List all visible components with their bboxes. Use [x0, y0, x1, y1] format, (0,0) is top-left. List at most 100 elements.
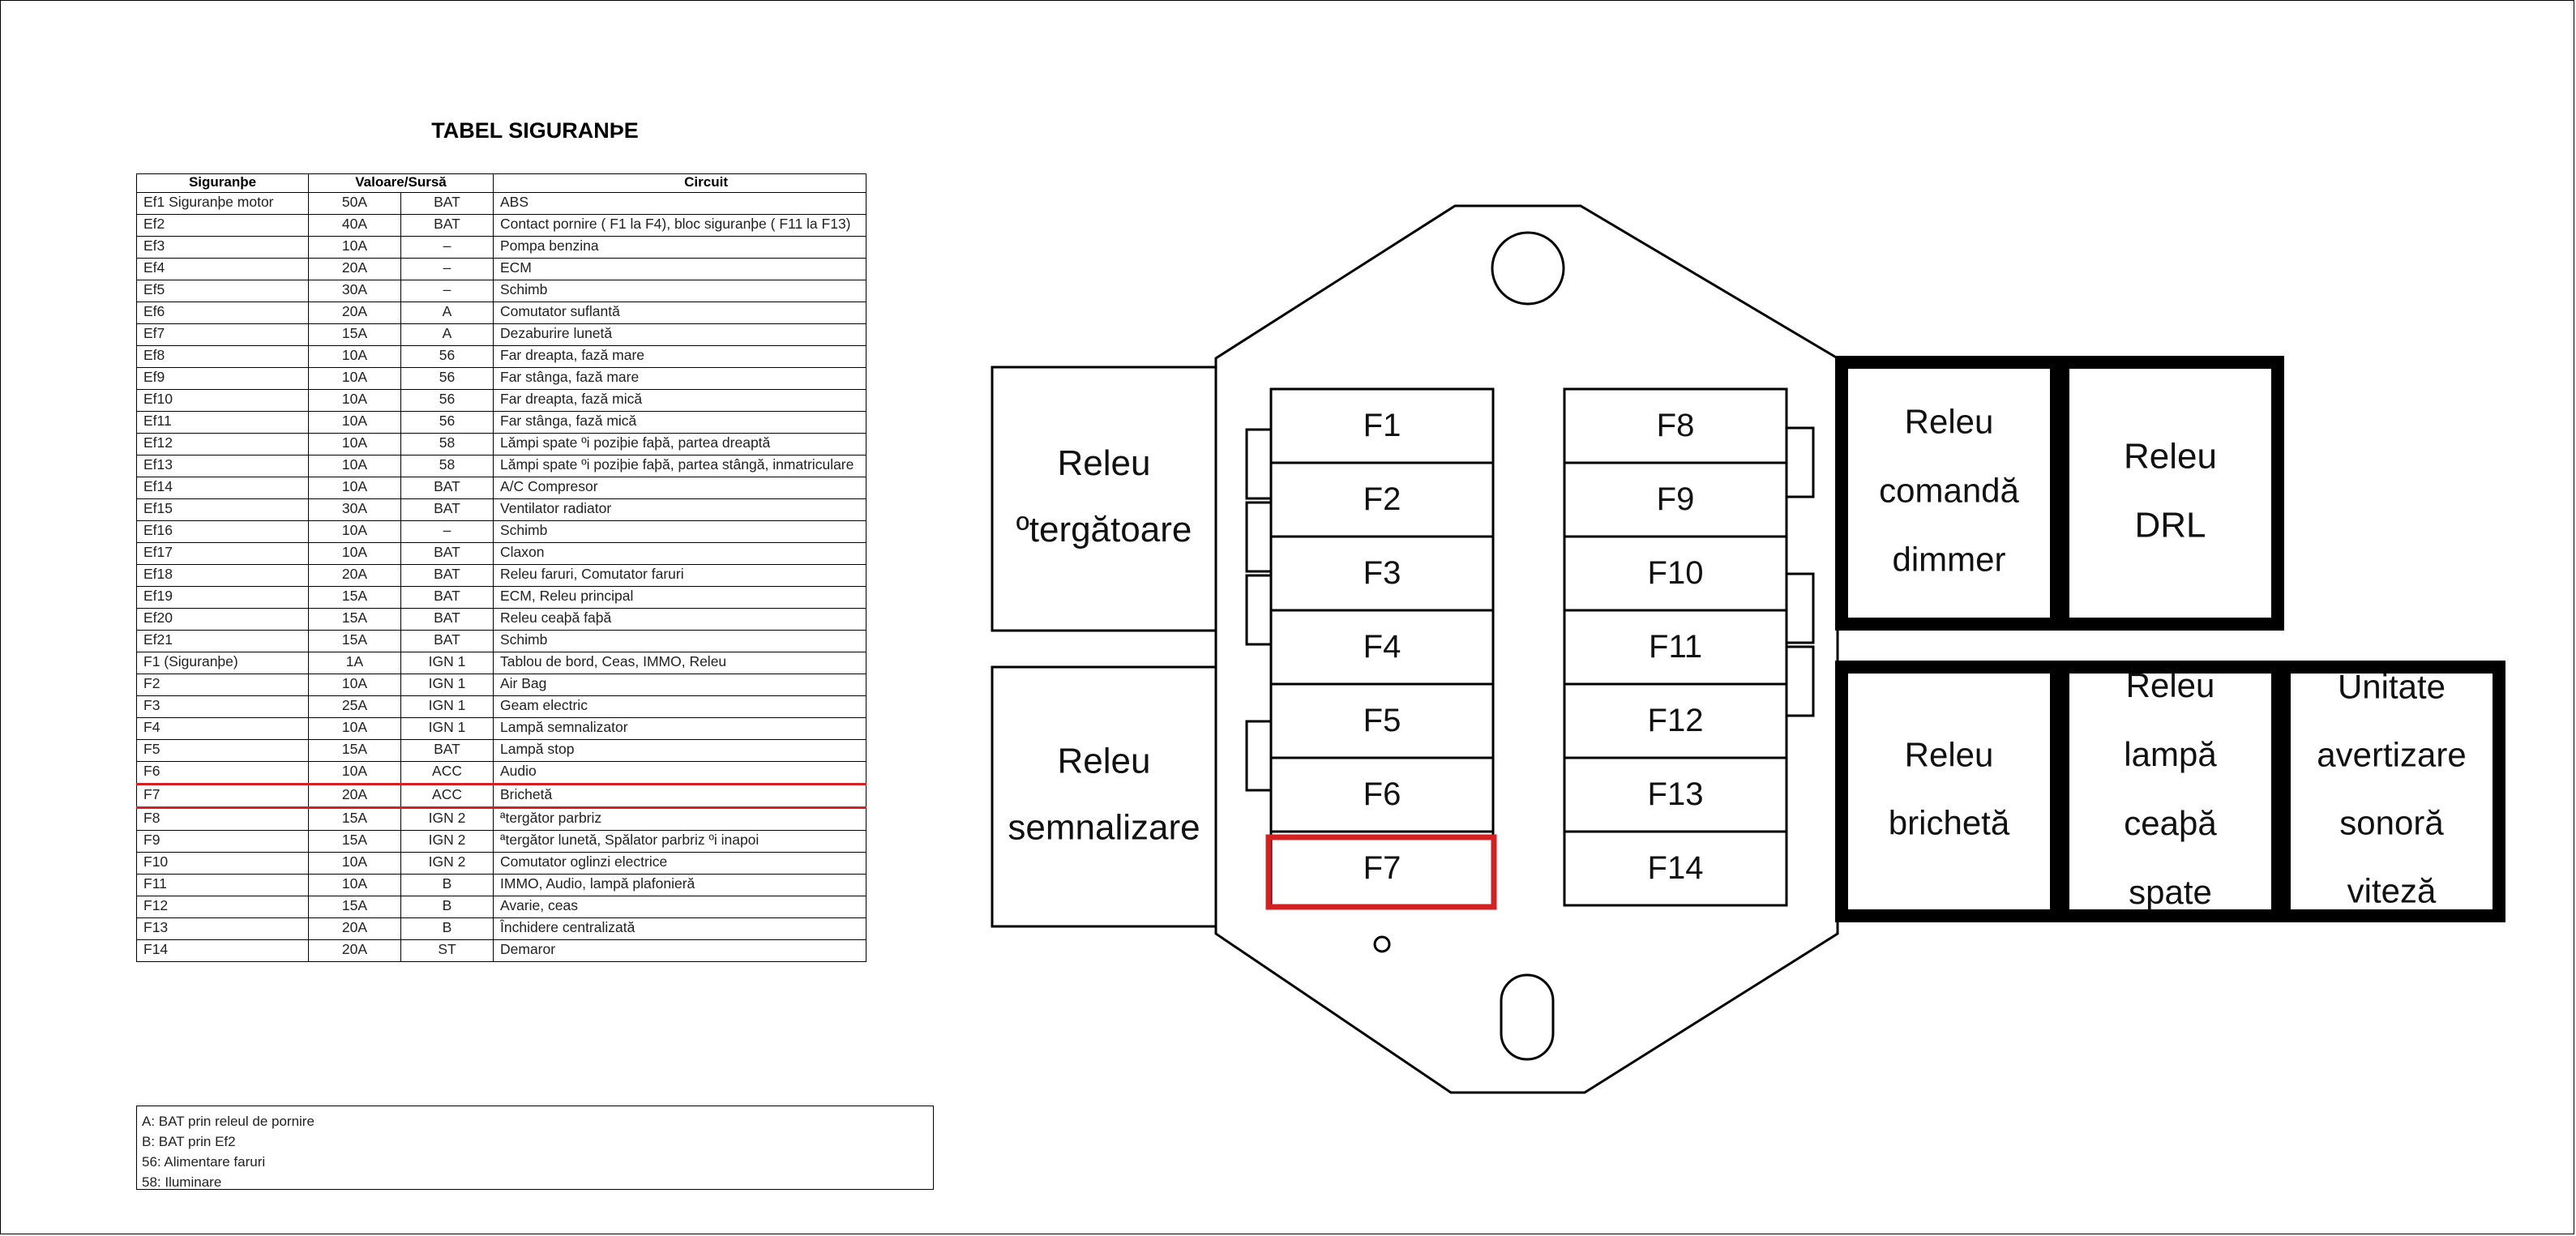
source-cell: 56: [400, 389, 494, 412]
source-cell: B: [400, 874, 494, 896]
fuse-table-container: Siguranþe Valoare/Sursă Circuit Ef1 Sigu…: [136, 173, 867, 1106]
source-cell: ST: [400, 939, 494, 962]
circuit-cell: ªtergător parbriz: [493, 807, 867, 831]
source-cell: –: [400, 236, 494, 259]
circuit-cell: Schimb: [493, 520, 867, 543]
fuse-cell: F8: [136, 807, 309, 831]
relay-label: semnalizare: [1008, 808, 1200, 848]
fuse-label: F5: [1363, 703, 1401, 738]
source-cell: ACC: [400, 761, 494, 785]
relay-label: DRL: [2134, 506, 2206, 545]
fuse-cell: Ef19: [136, 586, 309, 609]
header-fuse: Siguranþe: [136, 173, 309, 193]
value-cell: 30A: [308, 280, 401, 302]
source-cell: IGN 2: [400, 830, 494, 853]
fuse-slot: [1563, 461, 1788, 538]
circuit-cell: Lămpi spate ºi poziþie faþă, partea drea…: [493, 433, 867, 455]
fuse-cell: F13: [136, 917, 309, 940]
relay-box: [1835, 661, 2063, 922]
relay-label: Releu: [1905, 736, 1994, 774]
legend-item: 56: Alimentare faruri: [142, 1154, 266, 1170]
source-cell: A: [400, 323, 494, 346]
fuse-cell: Ef2: [136, 214, 309, 237]
relay-label: viteză: [2347, 872, 2437, 910]
relay-box: [2056, 356, 2284, 631]
circuit-cell: Air Bag: [493, 674, 867, 696]
value-cell: 10A: [308, 433, 401, 455]
connector-tab: [1245, 720, 1271, 792]
fuse-table: Siguranþe Valoare/Sursă Circuit Ef1 Sigu…: [136, 173, 867, 962]
value-cell: 10A: [308, 389, 401, 412]
fuse-slot: [1563, 830, 1788, 907]
circuit-cell: Comutator suflantă: [493, 302, 867, 324]
table-title: TABEL SIGURANÞE: [431, 118, 639, 143]
fuse-label: F8: [1657, 408, 1695, 443]
fuse-cell: F12: [136, 896, 309, 918]
value-cell: 1A: [308, 652, 401, 674]
value-cell: 10A: [308, 874, 401, 896]
fuse-label: F14: [1648, 850, 1704, 886]
source-cell: IGN 2: [400, 852, 494, 875]
fuse-slot: [1563, 609, 1788, 686]
fuse-slot: [1269, 682, 1495, 759]
value-cell: 20A: [308, 939, 401, 962]
connector-tab: [1787, 572, 1815, 644]
value-cell: 10A: [308, 411, 401, 434]
fuse-cell: Ef12: [136, 433, 309, 455]
fuse-cell: F4: [136, 717, 309, 740]
value-cell: 10A: [308, 236, 401, 259]
relay-box: [2278, 661, 2505, 922]
relay-label: lampă: [2124, 735, 2217, 773]
fuse-slot: [1563, 756, 1788, 833]
connector-tab: [1245, 574, 1271, 646]
fuse-cell: F11: [136, 874, 309, 896]
relay-label: Releu: [1058, 443, 1151, 483]
fuse-label: F3: [1363, 555, 1401, 591]
source-cell: 56: [400, 411, 494, 434]
value-cell: 10A: [308, 542, 401, 565]
legend-item: 58: Iluminare: [142, 1174, 222, 1190]
relay-label: brichetă: [1889, 804, 2010, 842]
fuse-cell: Ef3: [136, 236, 309, 259]
relay-label: Releu: [2126, 666, 2215, 704]
value-cell: 10A: [308, 345, 401, 368]
circuit-cell: Schimb: [493, 280, 867, 302]
relay-label: ceaþă: [2124, 804, 2217, 842]
value-cell: 15A: [308, 807, 401, 831]
connector-tab: [1245, 428, 1271, 500]
fuse-cell: Ef7: [136, 323, 309, 346]
circuit-cell: Închidere centralizată: [493, 917, 867, 940]
relay-box: [2056, 661, 2284, 922]
circuit-cell: Demaror: [493, 939, 867, 962]
value-cell: 15A: [308, 608, 401, 631]
fuse-cell: Ef11: [136, 411, 309, 434]
fuse-slot: [1563, 387, 1788, 464]
fuse-label: F7: [1363, 850, 1401, 886]
table-header-row: Siguranþe Valoare/Sursă Circuit: [136, 173, 867, 193]
source-cell: BAT: [400, 498, 494, 521]
circuit-cell: ABS: [493, 192, 867, 215]
circuit-cell: Geam electric: [493, 695, 867, 718]
fuse-slot: [1269, 830, 1495, 907]
fuse-label: F10: [1648, 555, 1704, 591]
fuse-label: F1: [1363, 408, 1401, 443]
source-cell: BAT: [400, 214, 494, 237]
fuse-cell: Ef4: [136, 258, 309, 280]
fuse-cell: F7: [136, 783, 309, 809]
fuse-slot: [1269, 609, 1495, 686]
value-cell: 10A: [308, 717, 401, 740]
